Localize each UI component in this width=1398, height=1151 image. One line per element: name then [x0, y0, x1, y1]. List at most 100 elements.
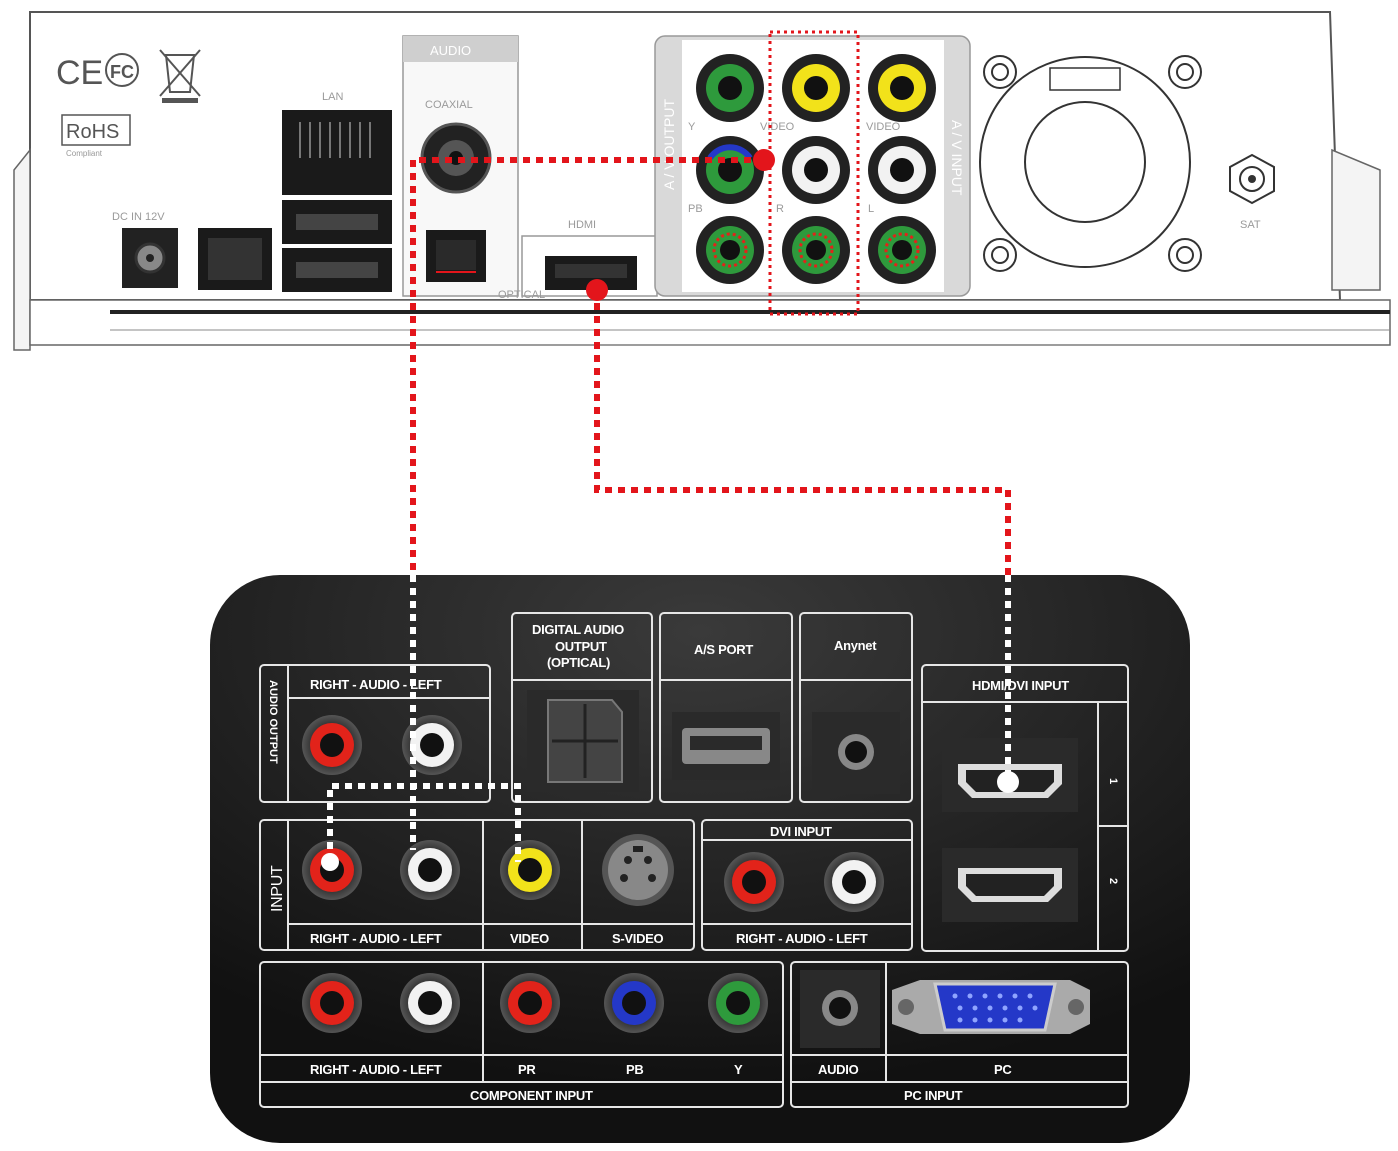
- av-cable-endpoint: [753, 149, 775, 171]
- audio-output-side-label: AUDIO OUTPUT: [267, 680, 279, 764]
- coaxial-label: COAXIAL: [425, 99, 473, 111]
- av-jack-video-in[interactable]: [868, 54, 936, 122]
- usb-port-1-tongue: [296, 214, 378, 230]
- av-video-out-label: VIDEO: [760, 121, 795, 133]
- optical-output-port[interactable]: [527, 690, 639, 792]
- input-svideo-jack[interactable]: [602, 834, 674, 906]
- dvi-audio-left-jack[interactable]: [824, 852, 884, 912]
- device-rear-panel: CE FC RoHS Compliant DC IN 12V LAN: [13, 11, 1391, 351]
- usb-port-2-tongue: [296, 262, 378, 278]
- av-cable-white-branch: [327, 783, 521, 862]
- component-pb-label: PB: [626, 1062, 643, 1077]
- av-cable-red-section: [410, 157, 764, 575]
- optical-port-inner: [436, 240, 476, 270]
- lan-port-pins: [299, 122, 371, 158]
- ce-mark: CE: [56, 54, 103, 92]
- weee-bin-icon: [159, 49, 201, 103]
- as-port-usb[interactable]: [672, 712, 780, 780]
- audio-output-right-jack[interactable]: [302, 715, 362, 775]
- component-input-box: [259, 961, 784, 1108]
- digital-audio-line2: OUTPUT: [555, 639, 607, 654]
- component-audio-left-jack[interactable]: [400, 973, 460, 1033]
- av-input-label: A / V INPUT: [949, 120, 965, 196]
- video-column-highlight: [768, 30, 860, 316]
- av-video-in-label: VIDEO: [866, 121, 901, 133]
- audio-output-label: RIGHT - AUDIO - LEFT: [310, 677, 442, 692]
- rohs-compliant: Compliant: [66, 149, 103, 158]
- anynet-jack[interactable]: [812, 712, 900, 794]
- fc-mark-ring: [105, 53, 139, 87]
- av-jack-row3-2[interactable]: [782, 216, 850, 284]
- component-pb-jack[interactable]: [604, 973, 664, 1033]
- hdmi-label: HDMI: [568, 219, 596, 231]
- av-jack-video-out[interactable]: [782, 54, 850, 122]
- input-video-label: VIDEO: [510, 931, 549, 946]
- anynet-label: Anynet: [834, 638, 877, 653]
- av-jack-l-in[interactable]: [868, 136, 936, 204]
- sat-connector[interactable]: [1229, 153, 1275, 205]
- pc-label: PC: [994, 1062, 1012, 1077]
- component-audio-right-jack[interactable]: [302, 973, 362, 1033]
- pc-group-label: PC INPUT: [904, 1088, 963, 1103]
- dvi-input-title: DVI INPUT: [770, 824, 832, 839]
- input-audio-label: RIGHT - AUDIO - LEFT: [310, 931, 442, 946]
- hdmi-port-1-label: 1: [1107, 778, 1119, 784]
- hdmi-cable-endpoint-tv: [997, 771, 1019, 793]
- fc-mark: FC: [110, 62, 134, 82]
- input-right-cable-endpoint: [321, 853, 339, 871]
- dvi-input-box: [701, 819, 913, 951]
- input-video-jack[interactable]: [500, 840, 560, 900]
- tv-rear-panel: AUDIO OUTPUT RIGHT - AUDIO - LEFT DIGITA…: [210, 575, 1190, 1143]
- dvi-input-label: RIGHT - AUDIO - LEFT: [736, 931, 868, 946]
- vga-port[interactable]: [892, 980, 1090, 1034]
- audio-label: AUDIO: [430, 43, 471, 58]
- av-y-label: Y: [688, 121, 696, 133]
- anynet-box: [799, 612, 913, 803]
- pc-audio-jack[interactable]: [800, 970, 880, 1048]
- dvi-audio-right-jack[interactable]: [724, 852, 784, 912]
- av-jack-row3-3[interactable]: [868, 216, 936, 284]
- av-jack-r-out[interactable]: [782, 136, 850, 204]
- dc-in-label: DC IN 12V: [112, 211, 165, 223]
- av-jack-row3-1[interactable]: [696, 216, 764, 284]
- av-l-label: L: [868, 203, 874, 215]
- hdmi-dvi-label: HDMI/DVI INPUT: [972, 678, 1069, 693]
- av-r-label: R: [776, 203, 784, 215]
- component-audio-label: RIGHT - AUDIO - LEFT: [310, 1062, 442, 1077]
- input-audio-left-jack[interactable]: [400, 840, 460, 900]
- av-pb-label: PB: [688, 203, 703, 215]
- hdmi-input-port-2[interactable]: [942, 848, 1078, 922]
- lan-port[interactable]: [282, 110, 392, 195]
- hdmi-port-2-label: 2: [1107, 878, 1119, 884]
- hdmi-cable-red-section: [594, 290, 1011, 575]
- component-y-jack[interactable]: [708, 973, 768, 1033]
- hdmi-cable-endpoint-device: [586, 279, 608, 301]
- digital-audio-line3: (OPTICAL): [547, 655, 610, 670]
- input-box: [259, 819, 695, 951]
- as-port-box: [659, 612, 793, 803]
- component-group-label: COMPONENT INPUT: [470, 1088, 593, 1103]
- component-pr-label: PR: [518, 1062, 536, 1077]
- av-jack-y-out[interactable]: [696, 54, 764, 122]
- av-jack-pb-out[interactable]: [696, 136, 764, 204]
- pc-input-box: [790, 961, 1129, 1108]
- audio-block-header: [403, 36, 518, 62]
- component-pr-jack[interactable]: [500, 973, 560, 1033]
- dc-in-pin: [146, 254, 154, 262]
- av-output-label: A / V OUTPUT: [661, 99, 677, 190]
- lan-label: LAN: [322, 91, 343, 103]
- hdmi-dvi-box: [921, 664, 1129, 952]
- as-port-label: A/S PORT: [694, 642, 753, 657]
- pc-audio-label: AUDIO: [818, 1062, 859, 1077]
- input-svideo-label: S-VIDEO: [612, 931, 664, 946]
- fan-grill: [979, 55, 1202, 272]
- audio-output-box: [259, 664, 491, 803]
- rohs-badge: [61, 114, 131, 146]
- service-port-inner: [208, 238, 262, 280]
- audio-output-left-jack[interactable]: [402, 715, 462, 775]
- rohs-mark: RoHS: [66, 121, 119, 143]
- hdmi-output-port-inner: [555, 264, 627, 278]
- sat-label: SAT: [1240, 219, 1261, 231]
- component-y-label: Y: [734, 1062, 743, 1077]
